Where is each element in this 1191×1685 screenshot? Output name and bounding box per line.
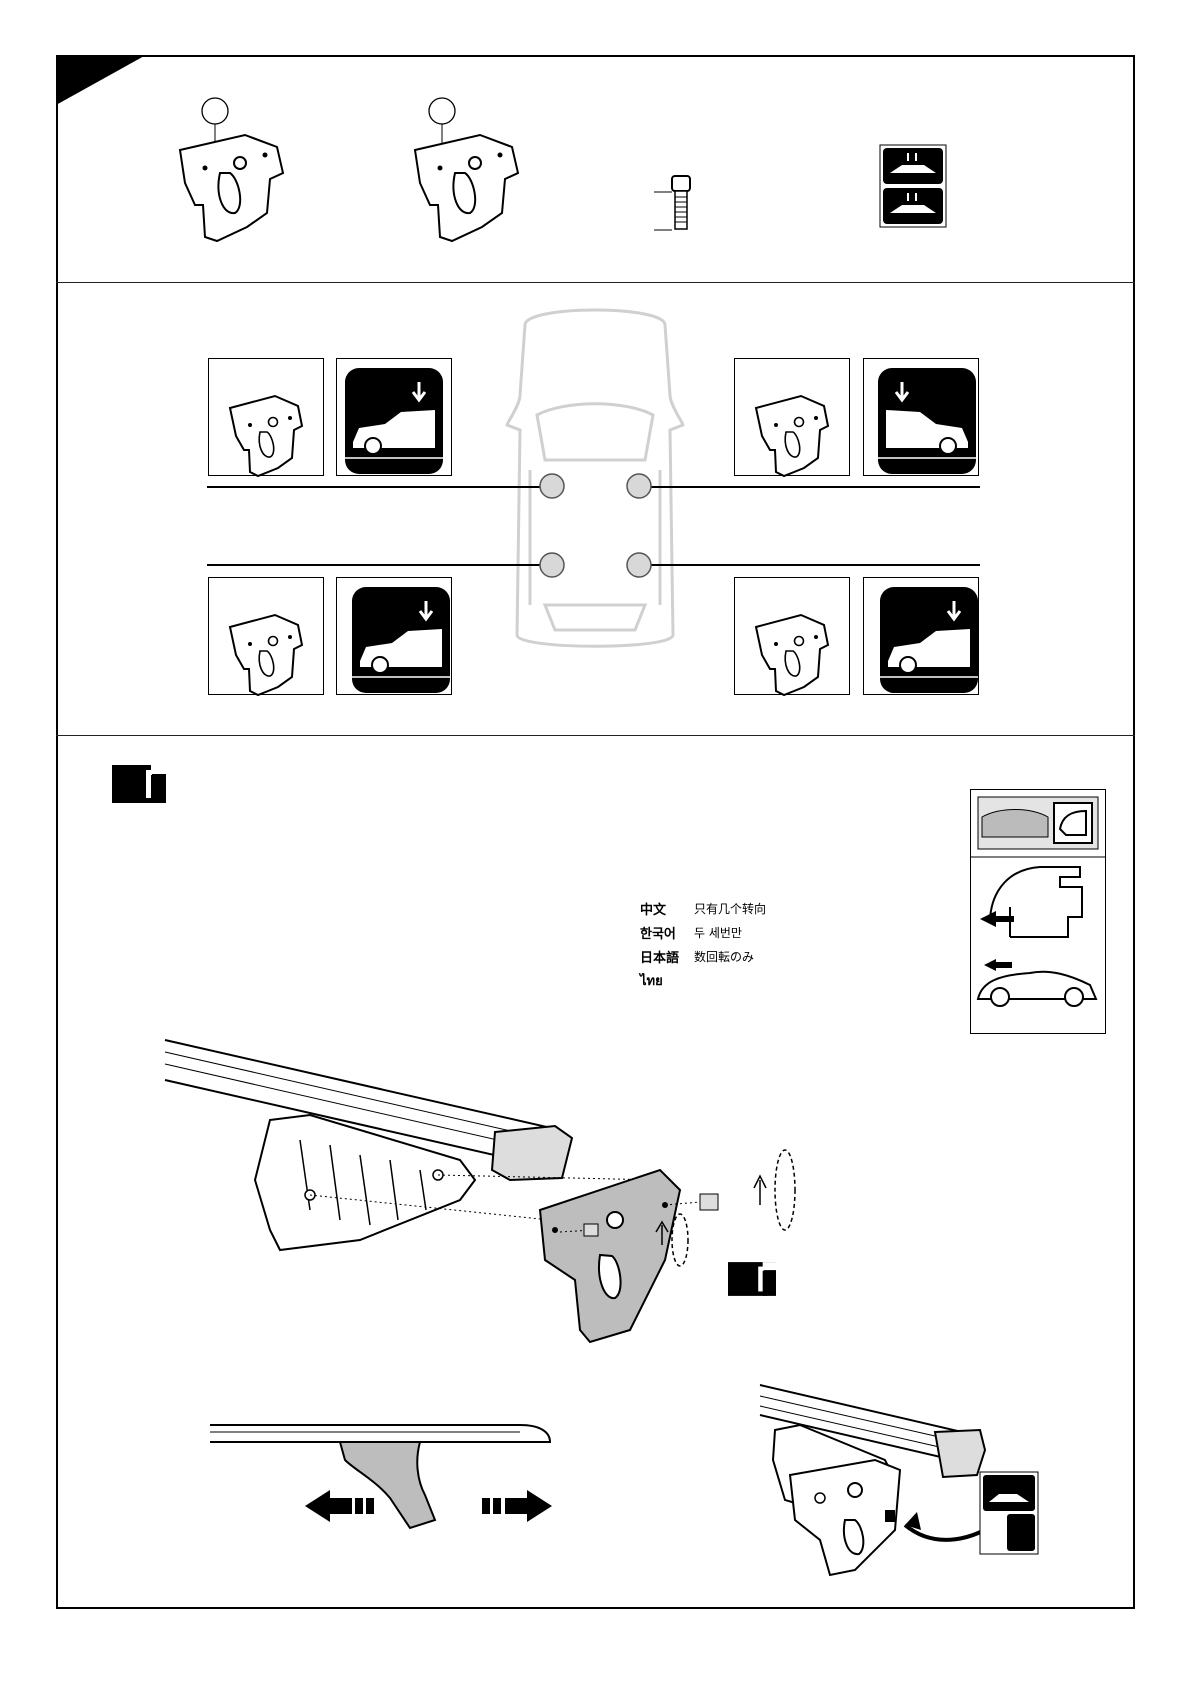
info-icon	[728, 1262, 776, 1296]
section-divider-2	[56, 735, 1135, 736]
lang-row: 日本語数回転のみ	[640, 944, 860, 968]
lang-row: ไทย	[640, 968, 860, 992]
sticker-application-illustration	[755, 1380, 1045, 1580]
lang-text: 두 세번만	[694, 924, 742, 941]
roof-bar-foot-assembly	[160, 1030, 820, 1350]
lang-name: 中文	[640, 899, 694, 918]
lang-name: ไทย	[640, 970, 694, 991]
info-icon	[112, 765, 166, 803]
lang-text: 数回転のみ	[694, 948, 754, 965]
lang-row: 中文只有几个转向	[640, 896, 860, 920]
bar-profile-direction-icon	[970, 789, 1106, 1034]
lang-name: 한국어	[640, 923, 694, 942]
lang-text: 只有几个转向	[694, 900, 766, 917]
foot-slide-illustration	[205, 1420, 565, 1540]
bracket-thumbnails	[0, 0, 1191, 735]
lang-name: 日本語	[640, 947, 694, 966]
